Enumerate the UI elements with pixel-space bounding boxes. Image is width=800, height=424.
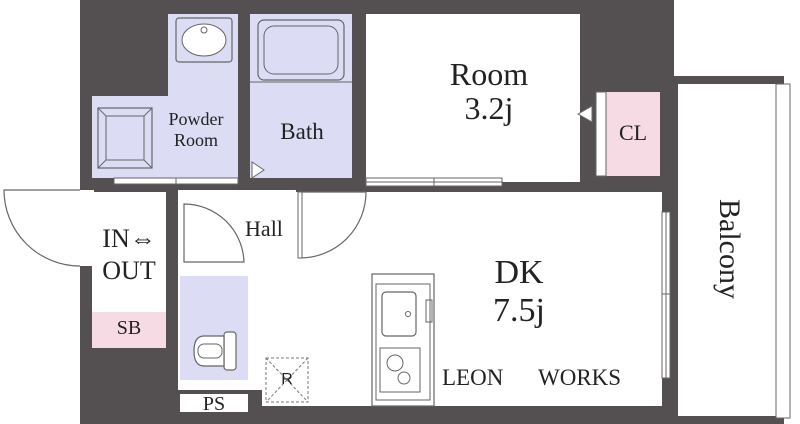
room-floor	[366, 14, 580, 182]
entrance-floor	[92, 192, 166, 312]
dk-label: DK 7.5j	[444, 256, 594, 328]
balcony-rail	[775, 83, 791, 419]
entrance-door-gap	[78, 190, 94, 266]
closet-door-marker	[576, 105, 593, 123]
powder-room-label: Powder Room	[154, 110, 238, 149]
ps-floor	[180, 394, 248, 412]
balcony-floor	[670, 76, 784, 424]
credit-leon: LEON	[442, 365, 504, 390]
dk-size: 7.5j	[493, 292, 545, 329]
closet-floor	[606, 92, 660, 176]
pipe-space-label: PS	[202, 393, 226, 415]
kitchen-counter	[371, 273, 435, 407]
dk-name: DK	[494, 254, 544, 291]
room-name: Room	[449, 56, 529, 92]
bathtub	[257, 19, 345, 81]
dk-door-leaf	[297, 191, 303, 259]
toilet-bowl	[193, 335, 225, 367]
bath-label: Bath	[280, 119, 324, 144]
room-size: 3.2j	[464, 90, 514, 126]
kitchen-sink	[381, 291, 417, 337]
bath-door-marker	[251, 161, 265, 179]
room-label: Room 3.2j	[414, 58, 564, 124]
entrance-line2: OUT	[102, 256, 156, 285]
entrance-label: IN⇔ OUT	[92, 226, 166, 284]
closet-door	[595, 91, 607, 177]
closet-label: CL	[618, 120, 648, 145]
toilet-tank	[223, 331, 237, 371]
fridge-label: R	[281, 371, 293, 388]
credit-works: WORKS	[538, 365, 622, 390]
powder-floor	[92, 96, 238, 178]
hall-label: Hall	[245, 216, 283, 241]
entrance-door-arc	[3, 189, 81, 267]
fridge-space	[265, 357, 309, 403]
toilet-door-arc	[183, 203, 245, 263]
dk-door-arc	[299, 191, 367, 259]
balcony-label: Balcony	[713, 199, 746, 299]
shoebox-floor	[92, 312, 166, 348]
entrance-line1: IN⇔	[102, 224, 156, 253]
shoe-box-label: SB	[116, 317, 142, 339]
powder-room-line1: Powder	[168, 109, 224, 129]
powder-room-line2: Room	[173, 130, 218, 150]
washing-machine-space	[97, 107, 153, 169]
stove	[379, 347, 421, 393]
